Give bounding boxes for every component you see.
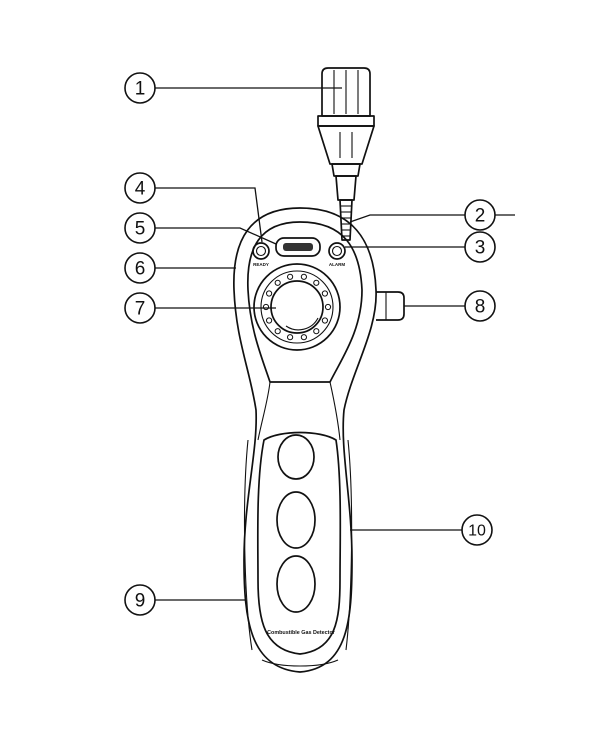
callout-7: 7: [124, 292, 156, 324]
callout-8: 8: [464, 290, 496, 322]
callout-9: 9: [124, 584, 156, 616]
detector-body: [233, 207, 377, 673]
svg-text:9: 9: [135, 591, 146, 612]
speaker-hole: [300, 334, 307, 341]
alarm-label: ALARM: [329, 262, 345, 267]
speaker-hole: [313, 328, 320, 335]
speaker-hole: [313, 279, 320, 286]
callout-2: 2: [464, 199, 496, 231]
level-display: [275, 237, 321, 257]
callout-3: 3: [464, 231, 496, 263]
svg-text:6: 6: [135, 259, 146, 280]
speaker-hole: [321, 290, 328, 297]
svg-text:4: 4: [135, 179, 146, 200]
speaker-hole: [274, 279, 281, 286]
ready-label: READY: [253, 262, 269, 267]
speaker-hole: [274, 328, 281, 335]
brand-text: Combustible Gas Detector: [267, 630, 336, 636]
speaker-hole: [300, 273, 307, 280]
speaker-hole: [266, 317, 273, 324]
callout-6: 6: [124, 252, 156, 284]
svg-text:3: 3: [475, 238, 486, 259]
svg-text:10: 10: [468, 523, 486, 540]
callout-10: 10: [461, 514, 493, 546]
ready-led: [252, 242, 270, 260]
callout-1: 1: [124, 72, 156, 104]
speaker-hole: [321, 317, 328, 324]
speaker-hole: [324, 303, 332, 311]
callout-4: 4: [124, 172, 156, 204]
speaker-button: [253, 263, 341, 351]
svg-text:5: 5: [135, 219, 146, 240]
handle-buttons: [276, 434, 316, 613]
sensor-probe: [317, 67, 375, 201]
svg-text:1: 1: [135, 79, 146, 100]
gooseneck: [339, 199, 353, 241]
svg-text:8: 8: [475, 297, 486, 318]
side-knob: [376, 291, 405, 321]
callout-5: 5: [124, 212, 156, 244]
svg-text:2: 2: [475, 206, 486, 227]
svg-text:7: 7: [135, 299, 146, 320]
speaker-hole: [287, 273, 294, 280]
alarm-led: [328, 242, 346, 260]
speaker-holes: [262, 273, 332, 341]
speaker-hole: [266, 290, 273, 297]
speaker-hole: [262, 303, 270, 311]
speaker-hole: [287, 334, 294, 341]
